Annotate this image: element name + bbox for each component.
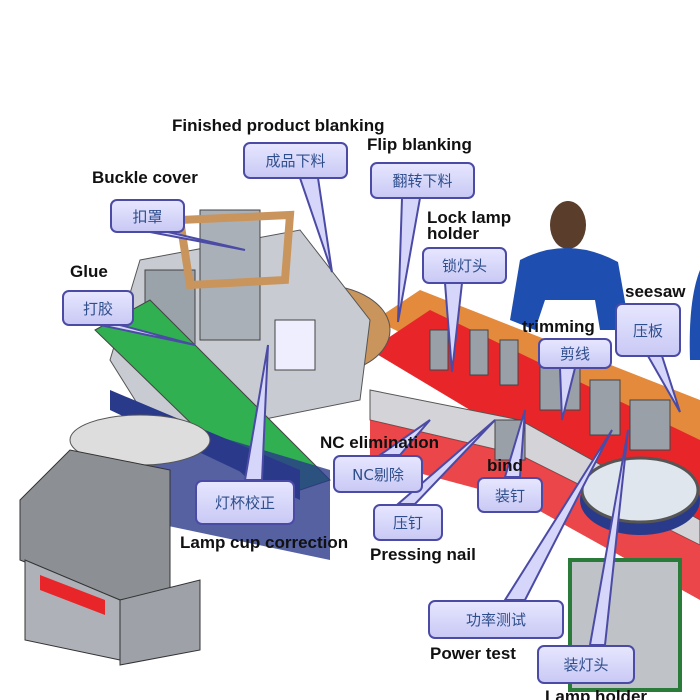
label-pressing-nail: Pressing nail [370,545,476,564]
label-lamp-cup-correction: Lamp cup correction [180,533,349,552]
callout-seesaw: 压板 [615,303,681,357]
worker-figure [510,201,630,330]
label-trimming: trimming [522,317,595,336]
callout-power-test: 功率测试 [428,600,564,639]
label-bind: bind [487,456,523,475]
callout-flip-blanking: 翻转下料 [370,162,475,199]
callout-lamp-holder: 装灯头 [537,645,635,684]
label-finished-product-blanking: Finished product blanking [172,116,385,135]
callout-pressing-nail: 压钉 [373,504,443,541]
bowl-feeder-rim [580,456,700,524]
label-power-test: Power test [430,644,516,663]
callout-lamp-cup-correction: 灯杯校正 [195,480,295,525]
label-lock-lamp-holder: Lock lamp holder [427,208,512,244]
callout-buckle-cover: 扣罩 [110,199,185,233]
label-flip-blanking: Flip blanking [367,135,472,154]
callout-glue: 打胶 [62,290,134,326]
callout-finished-product-blanking: 成品下料 [243,142,348,179]
callout-lock-lamp-holder: 锁灯头 [422,247,507,284]
label-seesaw: seesaw [625,282,686,301]
label-lamp-holder: Lamp holder [545,687,648,700]
label-buckle-cover: Buckle cover [92,168,198,187]
label-glue: Glue [70,262,108,281]
control-screen [274,319,316,371]
worker-figure [689,270,700,360]
hopper-cabinet [19,449,201,666]
label-nc-elimination: NC elimination [320,433,440,452]
callout-pointers [99,177,681,646]
callout-nc-elimination: NC剔除 [333,455,423,493]
callout-bind: 装钉 [477,477,543,513]
callout-trimming: 剪线 [538,338,612,369]
